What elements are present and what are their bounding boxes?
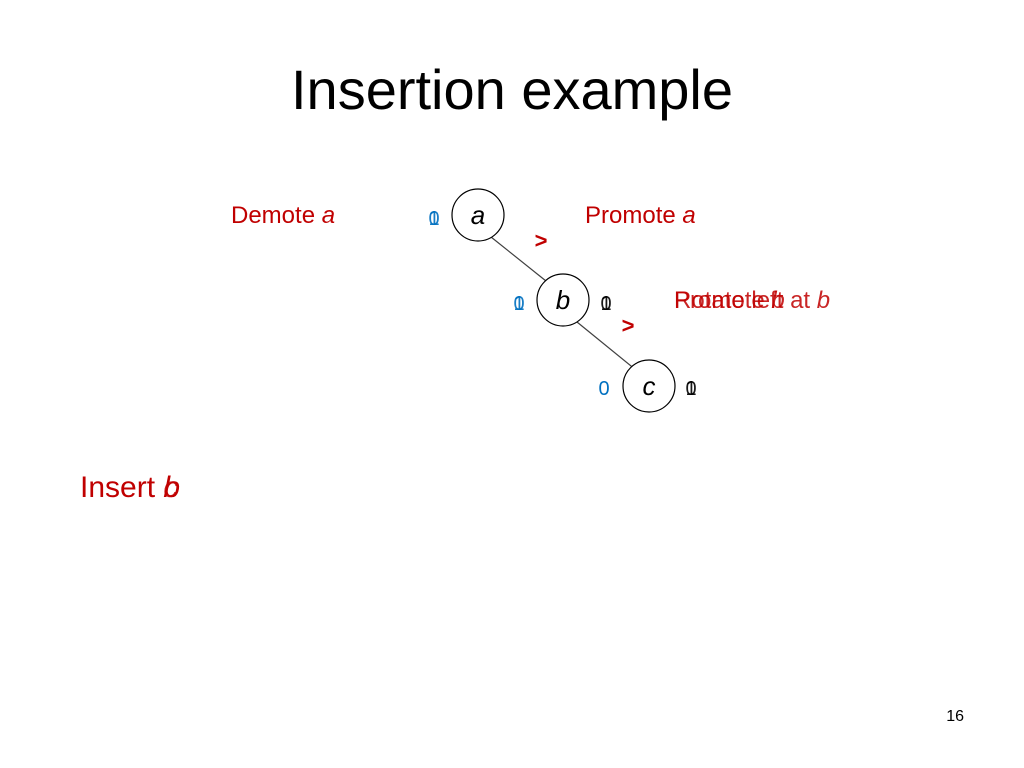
rank-b-right-0: 0 xyxy=(600,293,611,315)
demote-a-annotation: Demote a xyxy=(231,202,335,229)
rank-c-left-0: 0 xyxy=(598,378,609,400)
comparison-b-c: > xyxy=(622,313,635,338)
rank-b-left-1: 1 xyxy=(513,293,524,315)
comparison-a-b: > xyxy=(535,228,548,253)
node-a-label: a xyxy=(471,200,485,230)
rank-c-right-1: 1 xyxy=(685,378,696,400)
rotate-var: b xyxy=(817,287,830,314)
promote-a-annotation: Promote a xyxy=(585,202,696,229)
insert-text: Insert xyxy=(80,471,163,504)
insert-label: Insert b xyxy=(80,471,180,504)
rotate-left-annotation: Rotate left at b xyxy=(674,287,830,314)
edge-a-b xyxy=(490,236,552,286)
rank-a-left-0: 0 xyxy=(428,208,439,230)
insert-var-c: c xyxy=(163,471,178,504)
demote-var: a xyxy=(322,202,335,229)
rank-c-right-0: 0 xyxy=(685,378,696,400)
insert-var-b: b xyxy=(163,471,180,504)
promote-b-annotation: Promote b xyxy=(674,287,785,314)
node-a: a xyxy=(451,188,505,242)
edge-b-c xyxy=(576,321,637,371)
rotate-text: Rotate left at xyxy=(674,287,817,314)
promote-text: Promote xyxy=(585,202,682,229)
promote-b-var: b xyxy=(771,287,784,314)
rank-b-left-0: 0 xyxy=(513,293,524,315)
node-b-label: b xyxy=(556,285,570,315)
demote-text: Demote xyxy=(231,202,322,229)
node-c-label: c xyxy=(643,371,656,401)
promote-b-text: Promote xyxy=(674,287,771,314)
rank-a-left-1: 1 xyxy=(428,208,439,230)
rank-b-right-1: 1 xyxy=(600,293,611,315)
slide-title: Insertion example xyxy=(290,58,733,121)
node-b: b xyxy=(536,273,590,327)
promote-var: a xyxy=(682,202,695,229)
page-number: 16 xyxy=(946,708,964,725)
node-c: c xyxy=(622,359,676,413)
